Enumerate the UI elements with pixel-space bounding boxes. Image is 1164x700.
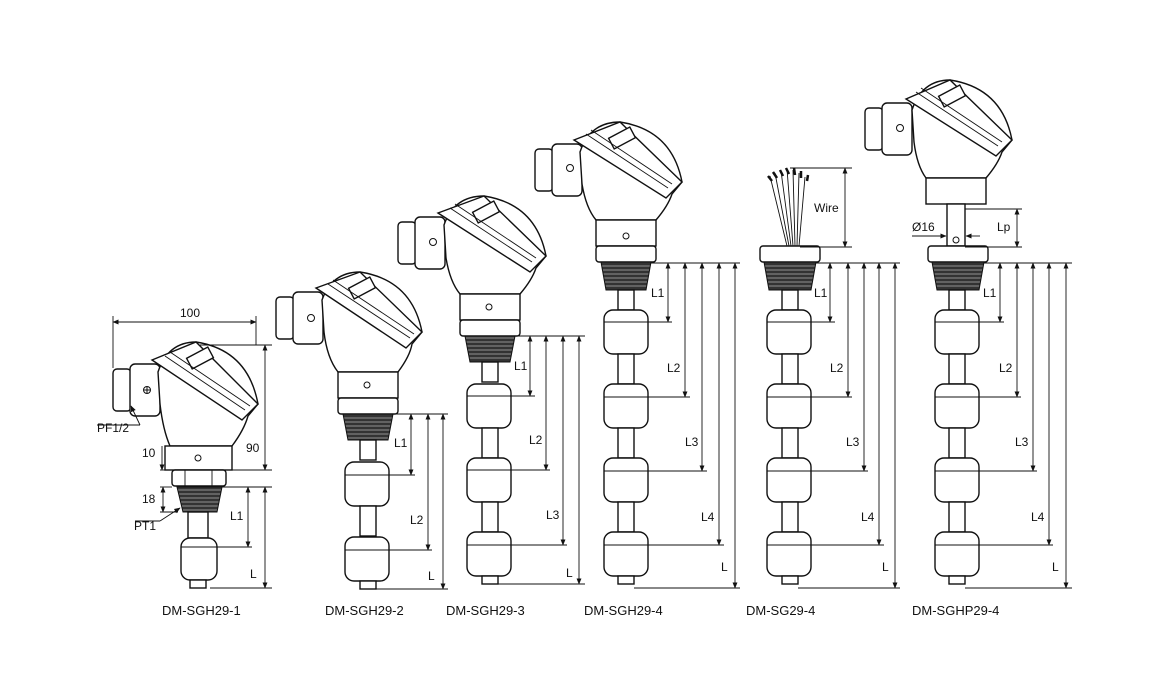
model-label: DM-SG29-4 — [746, 603, 815, 618]
dim-l3-label: L3 — [846, 435, 860, 449]
dim-l-label: L — [566, 566, 573, 580]
lp-label: Lp — [997, 220, 1011, 234]
dim-l-label: L — [882, 560, 889, 574]
model-label: DM-SGH29-4 — [584, 603, 663, 618]
dim-l2-label: L2 — [667, 361, 681, 375]
dim-l1-label: L1 — [814, 286, 828, 300]
junction-head — [112, 341, 259, 513]
dim-l2-label: L2 — [529, 433, 543, 447]
dim-l2-label: L2 — [999, 361, 1013, 375]
wire-bundle — [767, 167, 810, 247]
dim-l1-label: L1 — [394, 436, 408, 450]
dim-l1-label: L1 — [514, 359, 528, 373]
dim-l1-label: L1 — [983, 286, 997, 300]
dim-l4-label: L4 — [701, 510, 715, 524]
dim-l-label: L — [721, 560, 728, 574]
wire-label: Wire — [814, 201, 839, 215]
dim-18-label: 18 — [142, 492, 156, 506]
instrument-sgh29-4: L1 L2 L3 L4 L DM-SGH29-4 — [534, 121, 740, 618]
model-label: DM-SGHP29-4 — [912, 603, 999, 618]
dim-l3-label: L3 — [546, 508, 560, 522]
pt-label: PT1 — [134, 519, 156, 533]
dim-l4-label: L4 — [861, 510, 875, 524]
dim-l-label: L — [250, 567, 257, 581]
instrument-sg29-4: Wire L1 L2 L3 L4 L DM-SG29-4 — [746, 167, 900, 618]
instrument-sghp29-4: Ø16 Lp L1 L2 L3 L4 L DM-SGHP29-4 — [864, 79, 1072, 618]
dim-l-label: L — [1052, 560, 1059, 574]
dim-l1-label: L1 — [651, 286, 665, 300]
dim-l3-label: L3 — [1015, 435, 1029, 449]
instrument-sgh29-2: L1 L2 L DM-SGH29-2 — [275, 271, 448, 618]
dim-l1-label: L1 — [230, 509, 244, 523]
model-label: DM-SGH29-3 — [446, 603, 525, 618]
dim-10-label: 10 — [142, 446, 156, 460]
dim-100-label: 100 — [180, 306, 200, 320]
model-label: DM-SGH29-2 — [325, 603, 404, 618]
pf-label: PF1/2 — [97, 421, 129, 435]
dia-label: Ø16 — [912, 220, 935, 234]
dim-l2-label: L2 — [410, 513, 424, 527]
model-label: DM-SGH29-1 — [162, 603, 241, 618]
dim-l3-label: L3 — [685, 435, 699, 449]
dim-90-label: 90 — [246, 441, 260, 455]
dim-l4-label: L4 — [1031, 510, 1045, 524]
dim-l2-label: L2 — [830, 361, 844, 375]
instrument-sgh29-3: L1 L2 L3 L DM-SGH29-3 — [397, 195, 585, 618]
dim-l-label: L — [428, 569, 435, 583]
instrument-sgh29-1: 100 90 10 18 PF1/2 PT1 L1 L DM-SGH29-1 — [97, 306, 272, 618]
